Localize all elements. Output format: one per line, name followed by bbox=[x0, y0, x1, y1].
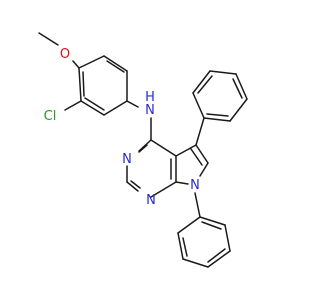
bond-ph2f-inner bbox=[201, 221, 222, 230]
oxygen-atom-label: O bbox=[60, 47, 70, 62]
bond-ph2c bbox=[182, 258, 209, 268]
bond-ar6-inner bbox=[82, 71, 85, 97]
bond-ph1b-inner bbox=[197, 75, 213, 94]
bond-ar-cl bbox=[64, 100, 82, 111]
bond-ar2-inner bbox=[106, 60, 125, 73]
bond-c4-n3-double bbox=[138, 144, 148, 153]
bond-ph1c bbox=[209, 70, 237, 75]
bond-ph1d bbox=[235, 73, 248, 100]
bond-o-aryl bbox=[72, 60, 80, 69]
bond-c5-c6 bbox=[195, 144, 209, 164]
bond-ph1d-inner bbox=[232, 78, 243, 99]
amine-hydrogen-label: H bbox=[145, 90, 155, 105]
bond-methyl-o bbox=[38, 32, 59, 46]
bonds bbox=[38, 32, 248, 268]
bond-c4a-c4 bbox=[150, 139, 177, 157]
bond-ph2d bbox=[207, 250, 231, 268]
bond-c6-n7 bbox=[199, 162, 209, 177]
bond-ph2b bbox=[177, 232, 184, 260]
bond-ph1f bbox=[203, 117, 231, 122]
pyrimidine-nitrogen-lower-label: N bbox=[146, 193, 156, 208]
bond-c4-n3 bbox=[138, 139, 152, 152]
bond-ph2b-inner bbox=[182, 237, 188, 257]
atom-labels: O Cl N H N N N bbox=[44, 47, 200, 208]
bond-ph2f bbox=[199, 216, 226, 226]
bond-ar5 bbox=[80, 100, 105, 116]
bond-c5-c6-double bbox=[190, 148, 203, 166]
bond-ar6 bbox=[78, 67, 82, 102]
bond-ar-nh bbox=[126, 100, 139, 108]
bond-c2-n1-double bbox=[130, 180, 141, 189]
pyrrole-nitrogen-label: N bbox=[190, 178, 200, 193]
bond-ph2e bbox=[224, 224, 231, 252]
chlorine-atom-label: Cl bbox=[44, 109, 57, 124]
bond-ph1b bbox=[192, 70, 211, 94]
bond-n7-ph bbox=[194, 192, 201, 218]
bond-c4a-c5 bbox=[175, 144, 197, 157]
bond-ph1a bbox=[192, 92, 205, 119]
bond-ar5-inner bbox=[84, 97, 105, 111]
molecule-canvas: O Cl N H N N N bbox=[38, 32, 248, 268]
bond-ar4 bbox=[103, 100, 128, 116]
bond-c5-ph bbox=[195, 117, 205, 146]
bond-ph1f-inner bbox=[206, 113, 229, 117]
bond-c2-n1 bbox=[126, 181, 139, 192]
bond-ar2 bbox=[103, 55, 128, 72]
amine-nitrogen-label: N bbox=[145, 103, 155, 118]
bond-ph1e bbox=[229, 98, 248, 122]
molecule-structure: O Cl N H N N N bbox=[38, 32, 248, 268]
pyrimidine-nitrogen-upper-label: N bbox=[122, 152, 132, 167]
bond-n7-c7a bbox=[175, 181, 189, 185]
bond-ar1 bbox=[78, 55, 105, 69]
bond-n1-c7a bbox=[150, 181, 177, 198]
bond-ph2d-inner bbox=[207, 248, 226, 263]
bond-ph2a bbox=[177, 216, 201, 234]
